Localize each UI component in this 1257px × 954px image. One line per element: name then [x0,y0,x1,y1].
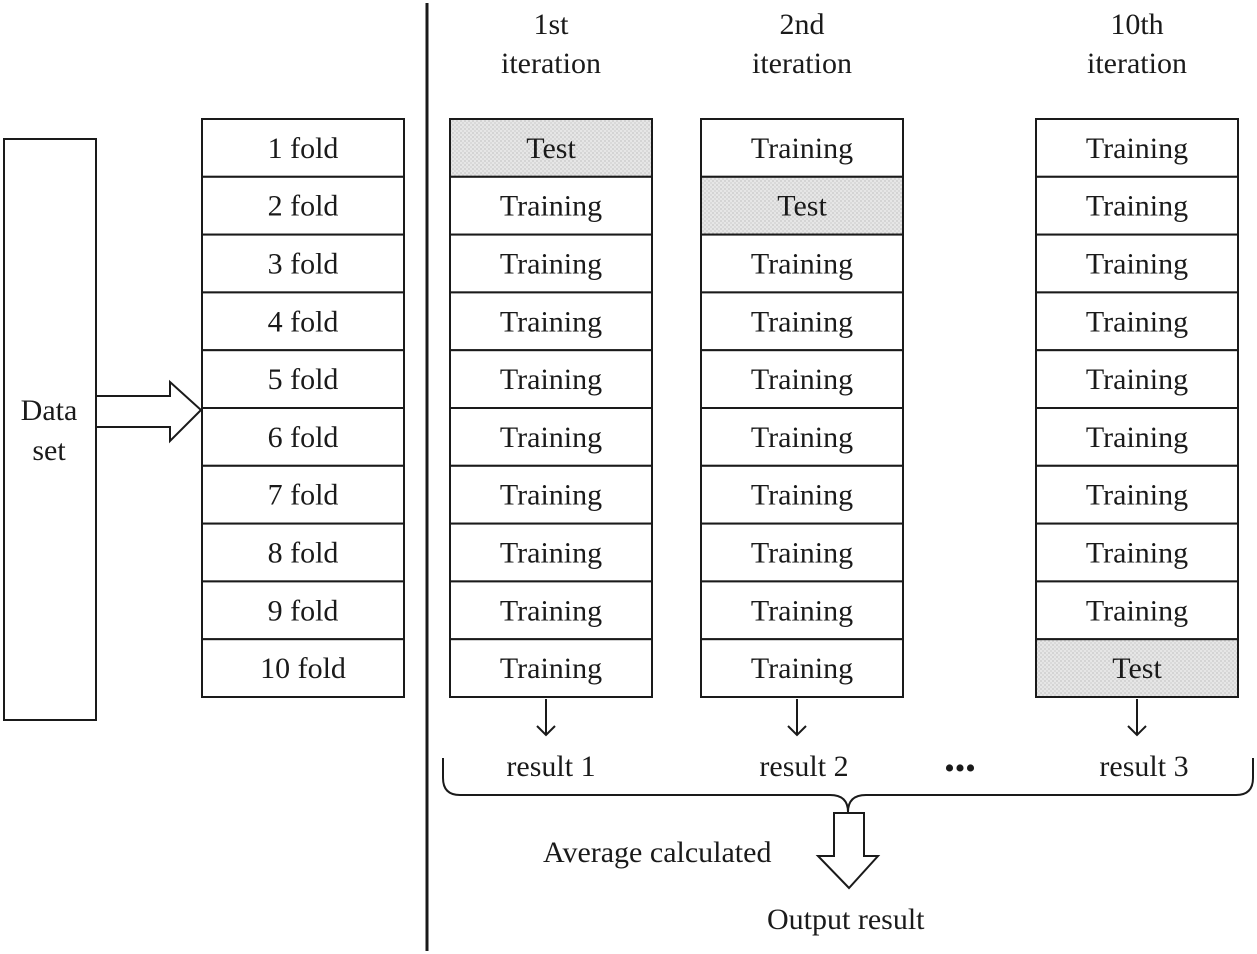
iteration-title-line1: 10th [1110,8,1163,41]
training-label: Training [500,190,602,223]
training-label: Training [500,479,602,512]
test-cell [1035,638,1239,699]
dataset-box: Data set [3,138,97,721]
training-label: Training [751,479,853,512]
fold-cell [201,522,405,583]
test-label: Test [1112,652,1162,685]
result-arrow [787,699,807,737]
iteration-title-line1: 2nd [780,8,825,41]
fold-label: 3 fold [268,248,339,281]
iteration-title-line2: iteration [1087,47,1187,80]
training-label: Training [500,421,602,454]
dataset-label-line2: set [32,434,66,467]
fold-cell [201,118,405,178]
training-cell [700,522,904,583]
training-cell [449,638,653,699]
test-cell [700,175,904,236]
training-cell [449,291,653,352]
training-label: Training [1086,537,1188,570]
fold-label: 2 fold [268,190,339,223]
training-label: Training [500,363,602,396]
result-arrow [536,699,556,737]
training-label: Training [751,305,853,338]
training-label: Training [751,132,853,165]
training-label: Training [1086,594,1188,627]
training-cell [700,580,904,641]
training-label: Training [1086,479,1188,512]
training-cell [1035,522,1239,583]
iteration-title-line2: iteration [501,47,601,80]
test-cell [449,118,653,178]
result-arrow [1127,699,1147,737]
training-cell [449,175,653,236]
fold-label: 9 fold [268,594,339,627]
training-label: Training [751,248,853,281]
fold-label: 6 fold [268,421,339,454]
fold-label: 4 fold [268,305,339,338]
training-label: Training [1086,132,1188,165]
training-label: Training [751,594,853,627]
training-cell [700,638,904,699]
training-label: Training [1086,305,1188,338]
training-cell [1035,233,1239,294]
training-cell [449,580,653,641]
training-cell [1035,291,1239,352]
fold-cell [201,175,405,236]
training-label: Training [751,421,853,454]
fold-label: 8 fold [268,537,339,570]
dataset-label-line1: Data [21,394,78,427]
fold-label: 7 fold [268,479,339,512]
training-label: Training [500,248,602,281]
result-label: result 2 [759,750,848,783]
test-label: Test [777,190,827,223]
ellipsis-dots: ••• [944,752,976,785]
training-label: Training [500,305,602,338]
training-label: Training [1086,190,1188,223]
output-result-label: Output result [767,903,925,936]
fold-label: 1 fold [268,132,339,165]
iteration-title-line2: iteration [752,47,852,80]
iteration-column: 1stiterationTestTrainingTrainingTraining… [449,8,653,783]
result-label: result 1 [506,750,595,783]
training-label: Training [751,652,853,685]
training-label: Training [1086,421,1188,454]
training-cell [1035,175,1239,236]
training-cell [1035,118,1239,178]
average-calculated-label: Average calculated [543,836,771,869]
training-label: Training [1086,248,1188,281]
training-cell [449,349,653,410]
fold-cell [201,638,405,699]
fold-cell [201,407,405,467]
fold-label: 10 fold [260,652,346,685]
training-label: Training [751,363,853,396]
training-cell [1035,580,1239,641]
fold-column: 1 fold 2 fold 3 fold 4 fold 5 fold 6 fold 7 fo… [201,118,405,699]
training-cell [449,522,653,583]
training-cell [449,233,653,294]
training-cell [1035,464,1239,525]
fold-label: 5 fold [268,363,339,396]
training-label: Training [1086,363,1188,396]
result-label: result 3 [1099,750,1188,783]
training-label: Training [500,537,602,570]
test-label: Test [526,132,576,165]
iteration-column: 2nditerationTrainingTestTrainingTraining… [700,8,904,783]
training-cell [700,349,904,410]
iteration-column: 10thiterationTrainingTrainingTrainingTra… [1035,8,1239,783]
training-cell [700,407,904,467]
split-arrow [97,379,203,444]
dataset-box-border [3,138,97,721]
training-cell [700,464,904,525]
iteration-title-line1: 1st [533,8,569,41]
training-label: Training [500,594,602,627]
training-cell [700,291,904,352]
average-arrow [815,812,881,890]
fold-cell [201,291,405,352]
iteration-columns: 1stiterationTestTrainingTrainingTraining… [449,8,1239,783]
training-cell [1035,407,1239,467]
training-label: Training [751,537,853,570]
training-label: Training [500,652,602,685]
